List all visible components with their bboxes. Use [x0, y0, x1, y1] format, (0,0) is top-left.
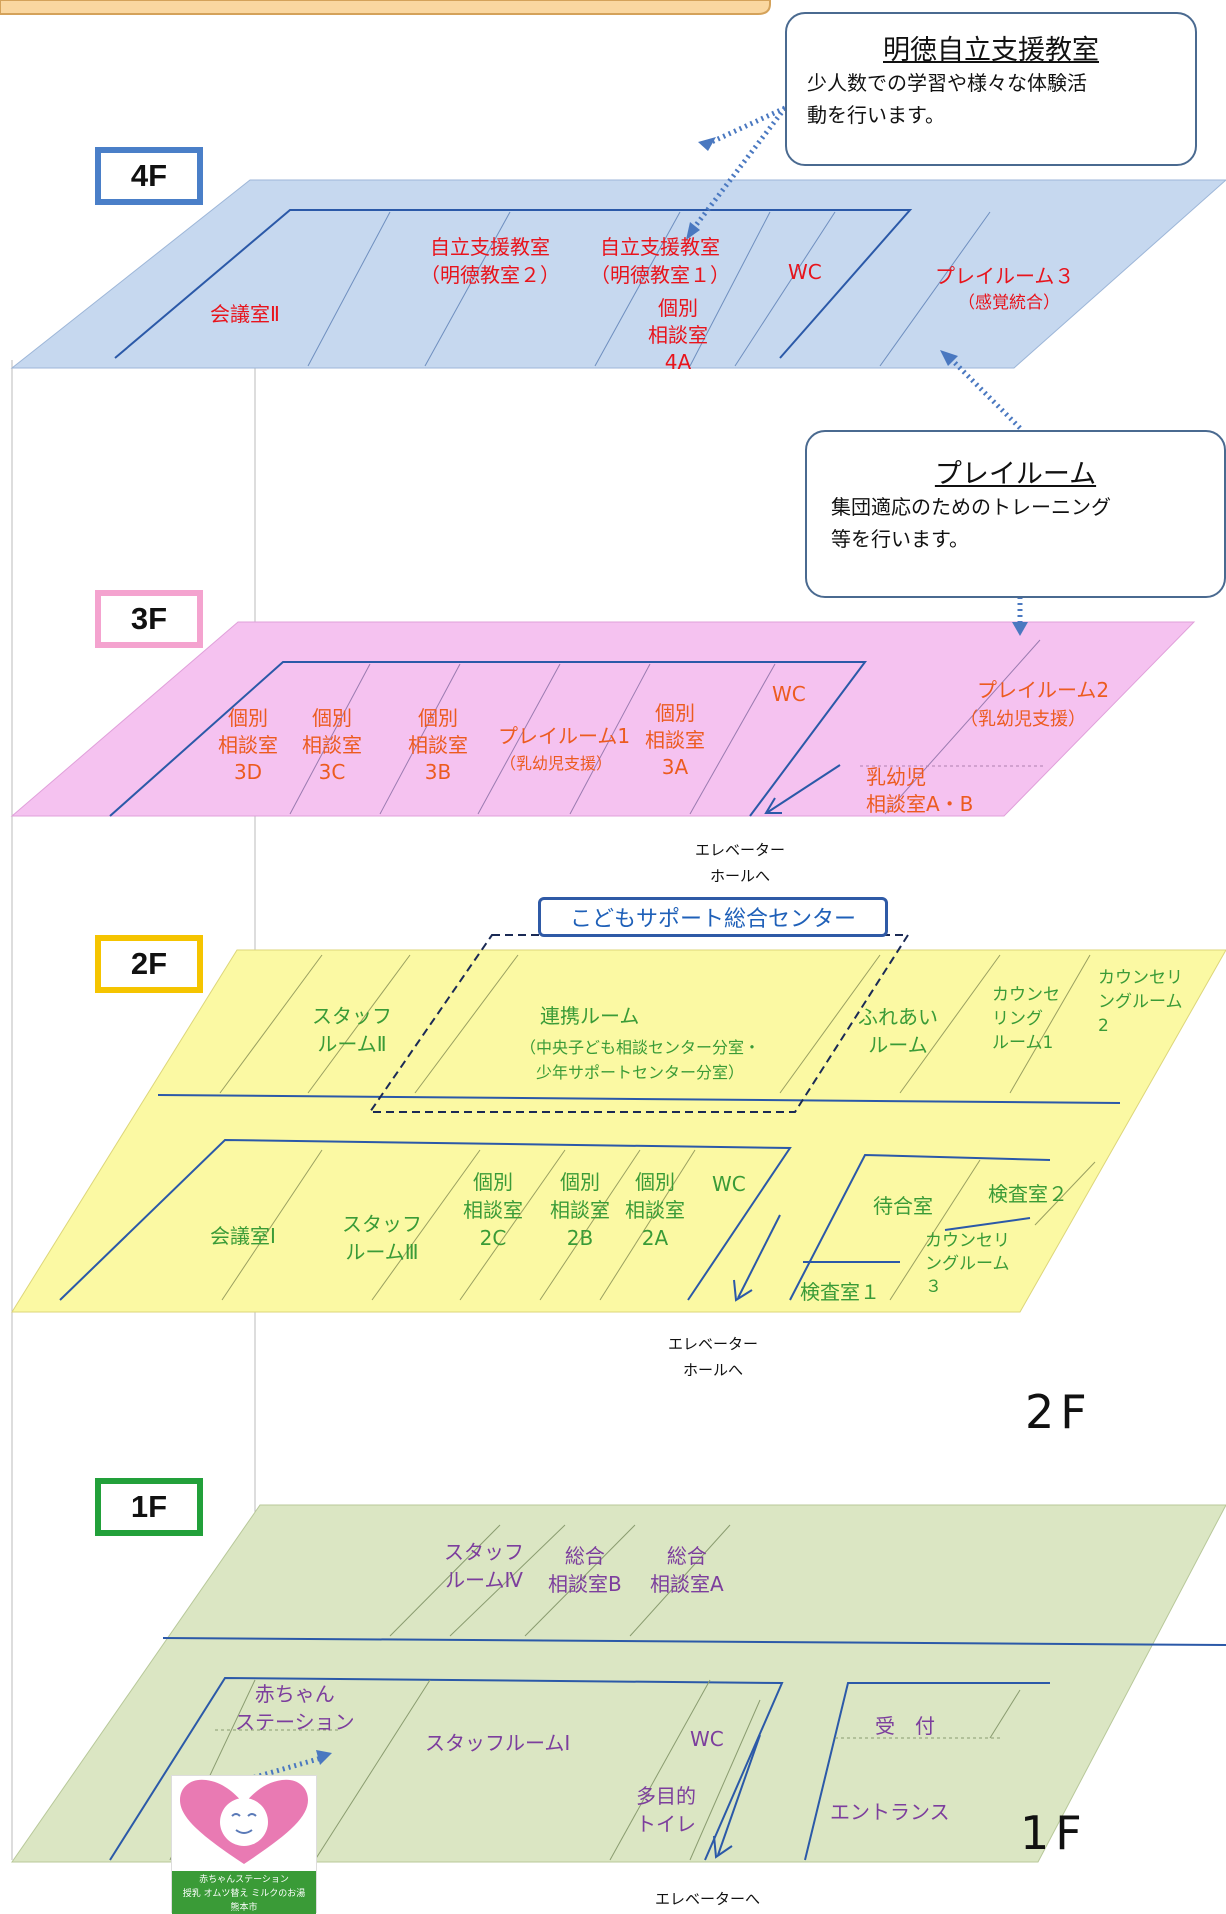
room-sogo-b: 総合相談室B: [548, 1544, 622, 1596]
heart-face-icon: [180, 1779, 308, 1864]
floor-2f-plate: [11, 934, 1226, 1313]
room-wc-2f: WC: [712, 1172, 746, 1196]
room-playroom-3-sub: （感覚統合）: [958, 293, 1060, 313]
floor-4f-plate: [10, 179, 1226, 369]
room-jiritsu-2: 自立支援教室（明徳教室２）: [420, 235, 560, 287]
floor-1f-plate: [11, 1504, 1226, 1863]
room-entrance: エントランス: [830, 1800, 950, 1824]
room-wc-3f: WC: [772, 682, 806, 706]
pointer-arrowheads: [316, 137, 1028, 1765]
room-fureai: ふれあいルーム: [858, 1005, 938, 1057]
room-wc-1f: WC: [690, 1727, 724, 1751]
big-label-2f: 2F: [1025, 1385, 1093, 1439]
callout-meitoku: 明徳自立支援教室 少人数での学習や様々な体験活 動を行います。: [785, 12, 1197, 166]
room-machiai: 待合室: [873, 1194, 933, 1218]
floor-label-3f: 3F: [95, 590, 203, 648]
room-staff-2: スタッフルームⅡ: [312, 1004, 392, 1056]
room-playroom-1: プレイルーム1: [498, 724, 631, 748]
room-akachan-station: 赤ちゃんステーション: [235, 1682, 355, 1734]
room-kensa-1: 検査室１: [800, 1280, 880, 1304]
room-jiritsu-1: 自立支援教室（明徳教室１）: [590, 235, 730, 287]
room-staff-4: スタッフルームⅣ: [444, 1540, 524, 1592]
center-title: こどもサポート総合センター: [538, 897, 888, 937]
room-counseling-1: カウンセリングルーム1: [992, 985, 1060, 1053]
room-renkei-sub: （中央子ども相談センター分室・少年サポートセンター分室）: [520, 1038, 761, 1082]
elevator-arrow-2f: [733, 1214, 781, 1302]
callout-meitoku-body-1: 少人数での学習や様々な体験活: [807, 71, 1087, 95]
akachan-sign-label: 赤ちゃんステーション 授乳 オムツ替え ミルクのお湯 熊本市: [172, 1871, 316, 1914]
room-sogo-a: 総合相談室A: [650, 1544, 724, 1596]
room-wc-4f: WC: [788, 260, 822, 284]
room-nyuyoji: 乳幼児相談室A・B: [866, 765, 974, 816]
room-staff-3: スタッフルームⅢ: [342, 1212, 422, 1264]
floor-label-1f: 1F: [95, 1478, 203, 1536]
elevator-1f: エレベーターへ: [655, 1890, 761, 1908]
room-kensa-2: 検査室２: [988, 1182, 1068, 1206]
elevator-hall-3f: エレベーターホールへ: [695, 841, 786, 885]
floor-label-2f: 2F: [95, 935, 203, 993]
callout-playroom: プレイルーム 集団適応のためのトレーニング 等を行います。: [805, 430, 1226, 598]
room-playroom-2: プレイルーム2: [977, 678, 1110, 702]
callout-meitoku-body-2: 動を行います。: [807, 103, 945, 127]
elevator-hall-2f: エレベーターホールへ: [668, 1335, 759, 1379]
room-renkei: 連携ルーム: [540, 1004, 640, 1028]
room-playroom-3: プレイルーム３: [935, 264, 1075, 288]
callout-playroom-body-2: 等を行います。: [831, 527, 969, 551]
callout-playroom-title: プレイルーム: [934, 459, 1097, 490]
room-kaigi-2: 会議室Ⅱ: [210, 302, 280, 326]
floor-3f-plate: [10, 621, 1196, 817]
callout-playroom-body-1: 集団適応のためのトレーニング: [831, 495, 1111, 519]
akachan-station-sign: 赤ちゃんステーション 授乳 オムツ替え ミルクのお湯 熊本市: [171, 1775, 317, 1914]
elevator-arrow-3f: [764, 764, 841, 814]
room-staff-1: スタッフルームⅠ: [425, 1731, 571, 1755]
room-kaigi-1: 会議室Ⅰ: [210, 1224, 276, 1248]
room-tamokuteki: 多目的トイレ: [636, 1784, 696, 1836]
big-label-1f: 1F: [1020, 1806, 1088, 1860]
room-playroom-1-sub: （乳幼児支援）: [500, 754, 613, 773]
room-uketsuke: 受 付: [875, 1714, 935, 1738]
top-banner: [0, 0, 771, 15]
elevator-arrow-1f: [713, 1734, 761, 1859]
room-playroom-2-sub: （乳幼児支援）: [960, 709, 1086, 730]
floor-label-4f: 4F: [95, 147, 203, 205]
callout-meitoku-title: 明徳自立支援教室: [883, 35, 1099, 66]
